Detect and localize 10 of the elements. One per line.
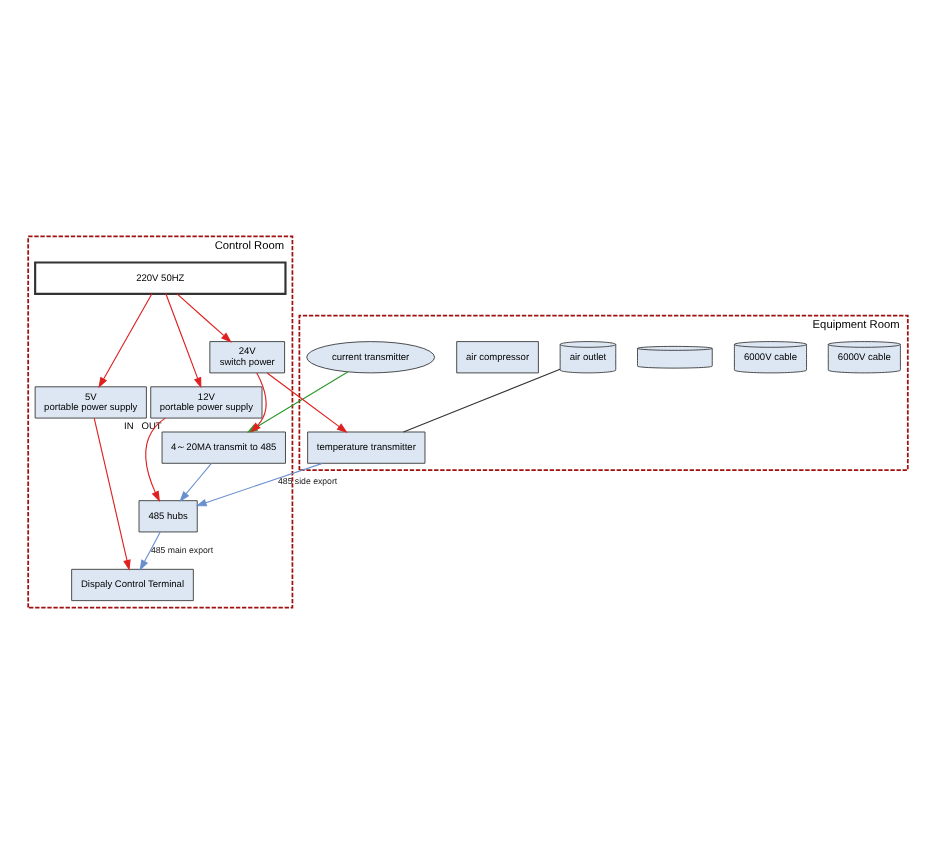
arrow <box>195 461 323 506</box>
arrow <box>266 371 348 432</box>
arrow <box>250 371 267 432</box>
arrow <box>179 461 212 501</box>
arrow <box>98 292 153 388</box>
arrow <box>165 292 202 388</box>
connector <box>402 367 561 432</box>
arrow <box>93 416 131 570</box>
arrow <box>139 530 161 570</box>
arrow <box>176 292 232 342</box>
